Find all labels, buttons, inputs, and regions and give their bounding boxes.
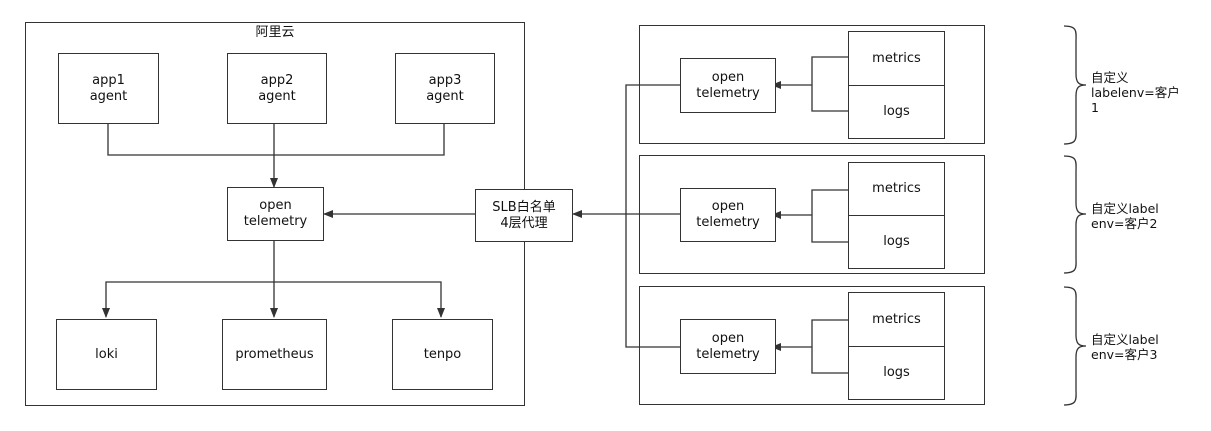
app3-agent-node[interactable]: app3 agent (395, 53, 495, 124)
split-to-loki-arrow (102, 281, 274, 318)
customer1-note: 自定义 labelenv=客户 1 (1091, 70, 1180, 115)
customer2-group (639, 155, 985, 274)
customer3-logs-node[interactable]: logs (848, 346, 945, 400)
app3-to-collector-line (274, 124, 445, 156)
split-to-tenpo-arrow (274, 281, 445, 318)
customer1-sources-bracket (811, 56, 848, 112)
customer1-to-gateway-line (625, 84, 680, 214)
customer2-opentelemetry-node[interactable]: open telemetry (680, 188, 776, 242)
customer2-metrics-node[interactable]: metrics (848, 162, 945, 216)
tenpo-node[interactable]: tenpo (392, 319, 493, 390)
customer2-logs-node[interactable]: logs (848, 215, 945, 269)
customer3-to-gateway-line (625, 214, 680, 348)
customer1-metrics-node[interactable]: metrics (848, 31, 945, 86)
customer3-group (639, 286, 985, 405)
customer1-group (639, 25, 985, 144)
prometheus-node[interactable]: prometheus (222, 319, 327, 390)
customer2-sources-bracket (811, 189, 848, 243)
aliyun-title: 阿里云 (255, 25, 295, 40)
customer1-brace (1063, 25, 1087, 145)
aliyun-opentelemetry-node[interactable]: open telemetry (227, 187, 324, 241)
customer3-opentelemetry-node[interactable]: open telemetry (680, 319, 776, 374)
customer3-note: 自定义label env=客户3 (1091, 332, 1159, 362)
customer3-brace (1063, 286, 1087, 406)
customer2-note: 自定义label env=客户2 (1091, 201, 1159, 231)
customer1-opentelemetry-node[interactable]: open telemetry (680, 58, 776, 113)
loki-node[interactable]: loki (56, 319, 157, 390)
customer3-metrics-node[interactable]: metrics (848, 292, 945, 347)
customer2-brace (1063, 155, 1087, 274)
app2-agent-node[interactable]: app2 agent (227, 53, 327, 124)
app1-to-collector-line (107, 124, 274, 156)
customer1-logs-node[interactable]: logs (848, 85, 945, 139)
app1-agent-node[interactable]: app1 agent (58, 53, 159, 124)
slb-gateway-node[interactable]: SLB白名单 4层代理 (475, 189, 573, 242)
